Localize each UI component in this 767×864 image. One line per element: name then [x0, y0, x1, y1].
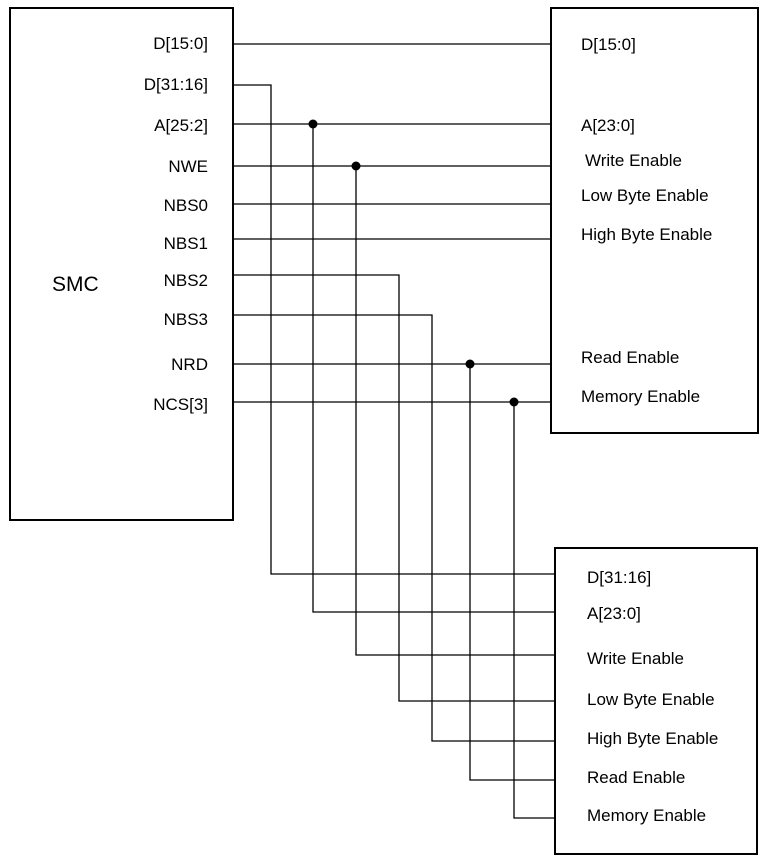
upper-pin-d15-0: D[15:0] — [581, 35, 636, 54]
smc-title: SMC — [52, 273, 99, 296]
wire-ncs3-lower — [513, 402, 555, 819]
upper-pin-high-byte-enable: High Byte Enable — [581, 225, 712, 244]
lower-pin-write-enable: Write Enable — [587, 649, 684, 668]
lower-pin-high-byte-enable: High Byte Enable — [587, 729, 718, 748]
smc-pin-d15-0: D[15:0] — [153, 34, 208, 53]
wire-nbs2 — [233, 274, 555, 702]
upper-pin-low-byte-enable: Low Byte Enable — [581, 186, 709, 205]
junction-address — [308, 119, 318, 129]
smc-pin-nbs1: NBS1 — [164, 234, 208, 253]
wire-nbs3 — [233, 314, 555, 742]
upper-pin-read-enable: Read Enable — [581, 348, 679, 367]
upper-pin-write-enable: Write Enable — [585, 151, 682, 170]
wire-address-lower — [312, 124, 555, 613]
lower-pin-memory-enable: Memory Enable — [587, 806, 706, 825]
smc-pin-nbs2: NBS2 — [164, 271, 208, 290]
junction-ncs3 — [509, 397, 519, 407]
wire-nwe-lower — [355, 166, 555, 656]
lower-pin-read-enable: Read Enable — [587, 768, 685, 787]
smc-pin-ncs3: NCS[3] — [153, 395, 208, 414]
wire-nrd-lower — [469, 364, 555, 781]
lower-pin-low-byte-enable: Low Byte Enable — [587, 690, 715, 709]
smc-pin-nbs3: NBS3 — [164, 310, 208, 329]
smc-pin-nrd: NRD — [171, 355, 208, 374]
upper-pin-a23-0: A[23:0] — [581, 116, 635, 135]
junction-nrd — [465, 359, 475, 369]
lower-pin-d31-16: D[31:16] — [587, 568, 651, 587]
smc-pin-nbs0: NBS0 — [164, 196, 208, 215]
memory-upper-block — [550, 7, 759, 434]
smc-pin-d31-16: D[31:16] — [144, 75, 208, 94]
smc-pin-nwe: NWE — [168, 157, 208, 176]
wire-d31-16 — [233, 84, 555, 575]
upper-pin-memory-enable: Memory Enable — [581, 387, 700, 406]
smc-pin-a25-2: A[25:2] — [154, 116, 208, 135]
smc-block — [9, 7, 234, 521]
junction-nwe — [351, 161, 361, 171]
lower-pin-a23-0: A[23:0] — [587, 604, 641, 623]
